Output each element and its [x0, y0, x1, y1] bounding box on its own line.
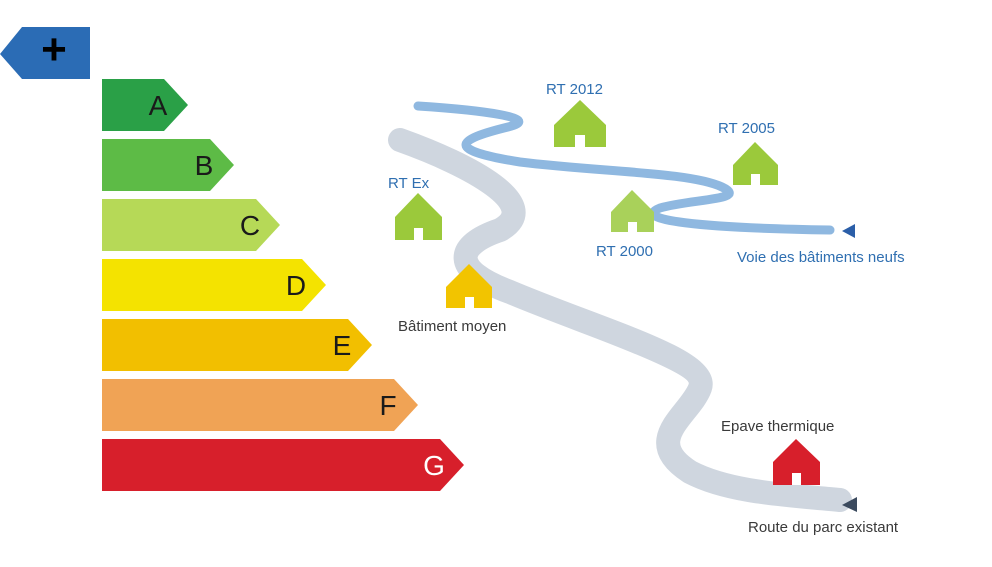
house-batiment-moyen: Bâtiment moyen [398, 264, 506, 335]
energy-class-bar-a [102, 79, 188, 131]
house-epave-thermique: Epave thermique [721, 418, 834, 485]
energy-class-bar-e [102, 319, 372, 371]
house-icon [395, 193, 442, 240]
house-icon [554, 100, 606, 147]
energy-class-letter-d: D [286, 270, 306, 301]
energy-class-letter-f: F [379, 390, 396, 421]
plus-badge: + [0, 25, 90, 79]
house-label-rt-2005: RT 2005 [718, 120, 775, 137]
house-icon [611, 190, 654, 232]
energy-class-letter-b: B [195, 150, 214, 181]
energy-class-letter-g: G [423, 450, 445, 481]
house-label-rt-2000: RT 2000 [596, 243, 653, 260]
existing-road-end-arrow [842, 497, 857, 512]
house-door [465, 297, 474, 308]
existing-stock-road [388, 128, 852, 512]
house-label-rt-2012: RT 2012 [546, 81, 603, 98]
energy-class-bar-c [102, 199, 280, 251]
house-rt-2012: RT 2012 [546, 81, 606, 147]
plus-symbol: + [41, 25, 67, 74]
energy-class-letter-a: A [149, 90, 168, 121]
house-rt-2005: RT 2005 [718, 120, 778, 185]
house-label-batiment-moyen: Bâtiment moyen [398, 318, 506, 335]
house-icon [446, 264, 492, 308]
house-door [414, 228, 423, 240]
new-buildings-road-label: Voie des bâtiments neufs [737, 249, 905, 266]
house-rt-2000: RT 2000 [596, 190, 654, 260]
plus-badge-shape [0, 27, 90, 79]
energy-class-bar-g [102, 439, 464, 491]
energy-class-letter-e: E [333, 330, 352, 361]
house-door [628, 222, 637, 232]
house-label-rt-ex: RT Ex [388, 175, 430, 192]
house-icon [773, 439, 820, 485]
new-road-end-arrow [842, 224, 855, 238]
house-icon [733, 142, 778, 185]
energy-class-bar-d [102, 259, 326, 311]
house-door [751, 174, 760, 185]
new-buildings-road [413, 101, 835, 235]
energy-class-bar-f [102, 379, 418, 431]
house-label-epave-thermique: Epave thermique [721, 418, 834, 435]
existing-stock-road-label: Route du parc existant [748, 519, 899, 536]
energy-class-letter-c: C [240, 210, 260, 241]
house-door [792, 473, 801, 485]
house-door [575, 135, 585, 147]
energy-class-bar-b [102, 139, 234, 191]
house-rt-ex: RT Ex [388, 175, 442, 240]
